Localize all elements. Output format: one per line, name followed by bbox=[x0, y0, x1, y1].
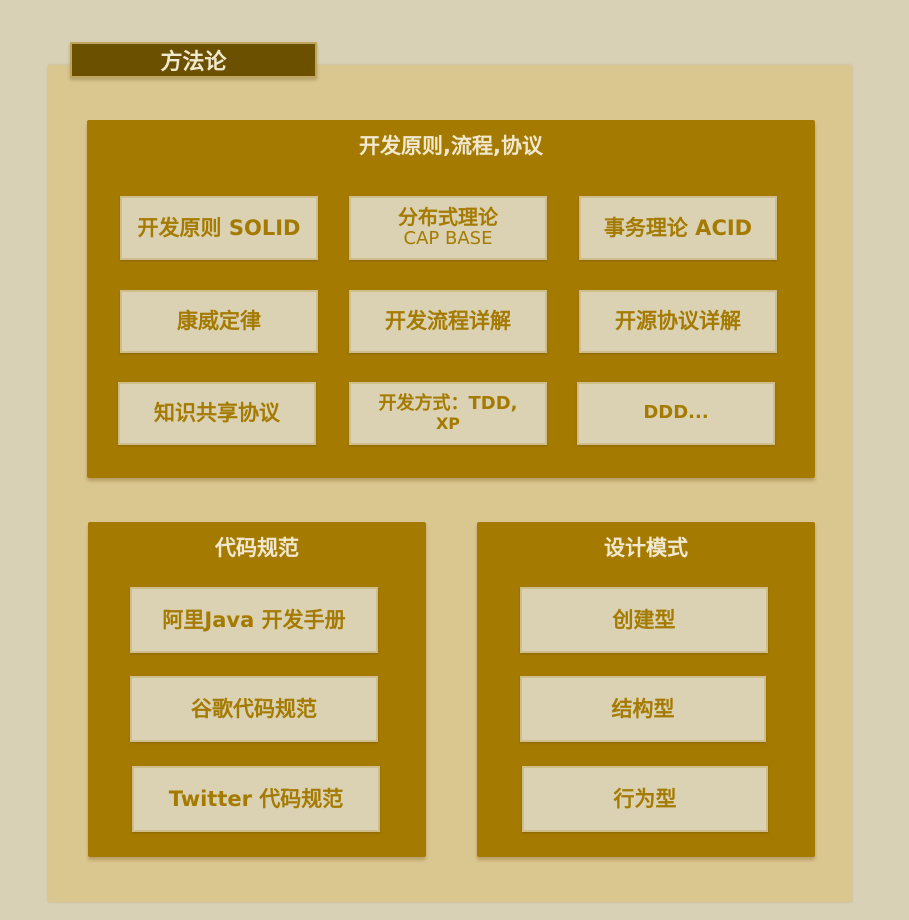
box-label-sub: CAP BASE bbox=[403, 228, 493, 250]
box-ddd[interactable]: DDD... bbox=[577, 382, 775, 445]
box-creative-commons[interactable]: 知识共享协议 bbox=[118, 382, 316, 445]
box-dev-process[interactable]: 开发流程详解 bbox=[349, 290, 547, 353]
box-label: 行为型 bbox=[613, 786, 677, 811]
box-label: 谷歌代码规范 bbox=[191, 696, 317, 721]
box-label: 开发原则 SOLID bbox=[137, 215, 301, 240]
box-label: 事务理论 ACID bbox=[603, 215, 753, 240]
methodology-title: 方法论 bbox=[70, 42, 317, 78]
box-twitter-style[interactable]: Twitter 代码规范 bbox=[132, 766, 380, 832]
box-solid-principles[interactable]: 开发原则 SOLID bbox=[120, 196, 318, 260]
box-distributed-theory[interactable]: 分布式理论 CAP BASE bbox=[349, 196, 547, 260]
box-acid-transaction[interactable]: 事务理论 ACID bbox=[579, 196, 777, 260]
box-alibaba-java-manual[interactable]: 阿里Java 开发手册 bbox=[130, 587, 378, 653]
box-behavioral[interactable]: 行为型 bbox=[522, 766, 768, 832]
box-creational[interactable]: 创建型 bbox=[520, 587, 768, 653]
box-conways-law[interactable]: 康威定律 bbox=[120, 290, 318, 353]
box-label: 康威定律 bbox=[177, 309, 261, 334]
box-label: 创建型 bbox=[612, 607, 676, 632]
box-label: 开发流程详解 bbox=[385, 309, 511, 334]
box-google-style[interactable]: 谷歌代码规范 bbox=[130, 676, 378, 742]
box-label: 开源协议详解 bbox=[615, 309, 741, 334]
box-label-sub: XP bbox=[435, 413, 461, 433]
box-structural[interactable]: 结构型 bbox=[520, 676, 766, 742]
group-code-style-title: 代码规范 bbox=[215, 536, 299, 560]
box-dev-methods[interactable]: 开发方式：TDD, XP bbox=[349, 382, 547, 445]
box-label: 开发方式：TDD, bbox=[378, 392, 518, 414]
box-open-source-licenses[interactable]: 开源协议详解 bbox=[579, 290, 777, 353]
box-label: Twitter 代码规范 bbox=[168, 786, 344, 811]
box-label: DDD... bbox=[643, 402, 709, 424]
box-label: 分布式理论 bbox=[398, 205, 498, 230]
box-label: 阿里Java 开发手册 bbox=[162, 607, 346, 632]
group-principles-title: 开发原则,流程,协议 bbox=[359, 134, 543, 158]
box-label: 知识共享协议 bbox=[154, 401, 280, 426]
box-label: 结构型 bbox=[611, 696, 675, 721]
group-design-patterns-title: 设计模式 bbox=[604, 536, 688, 560]
